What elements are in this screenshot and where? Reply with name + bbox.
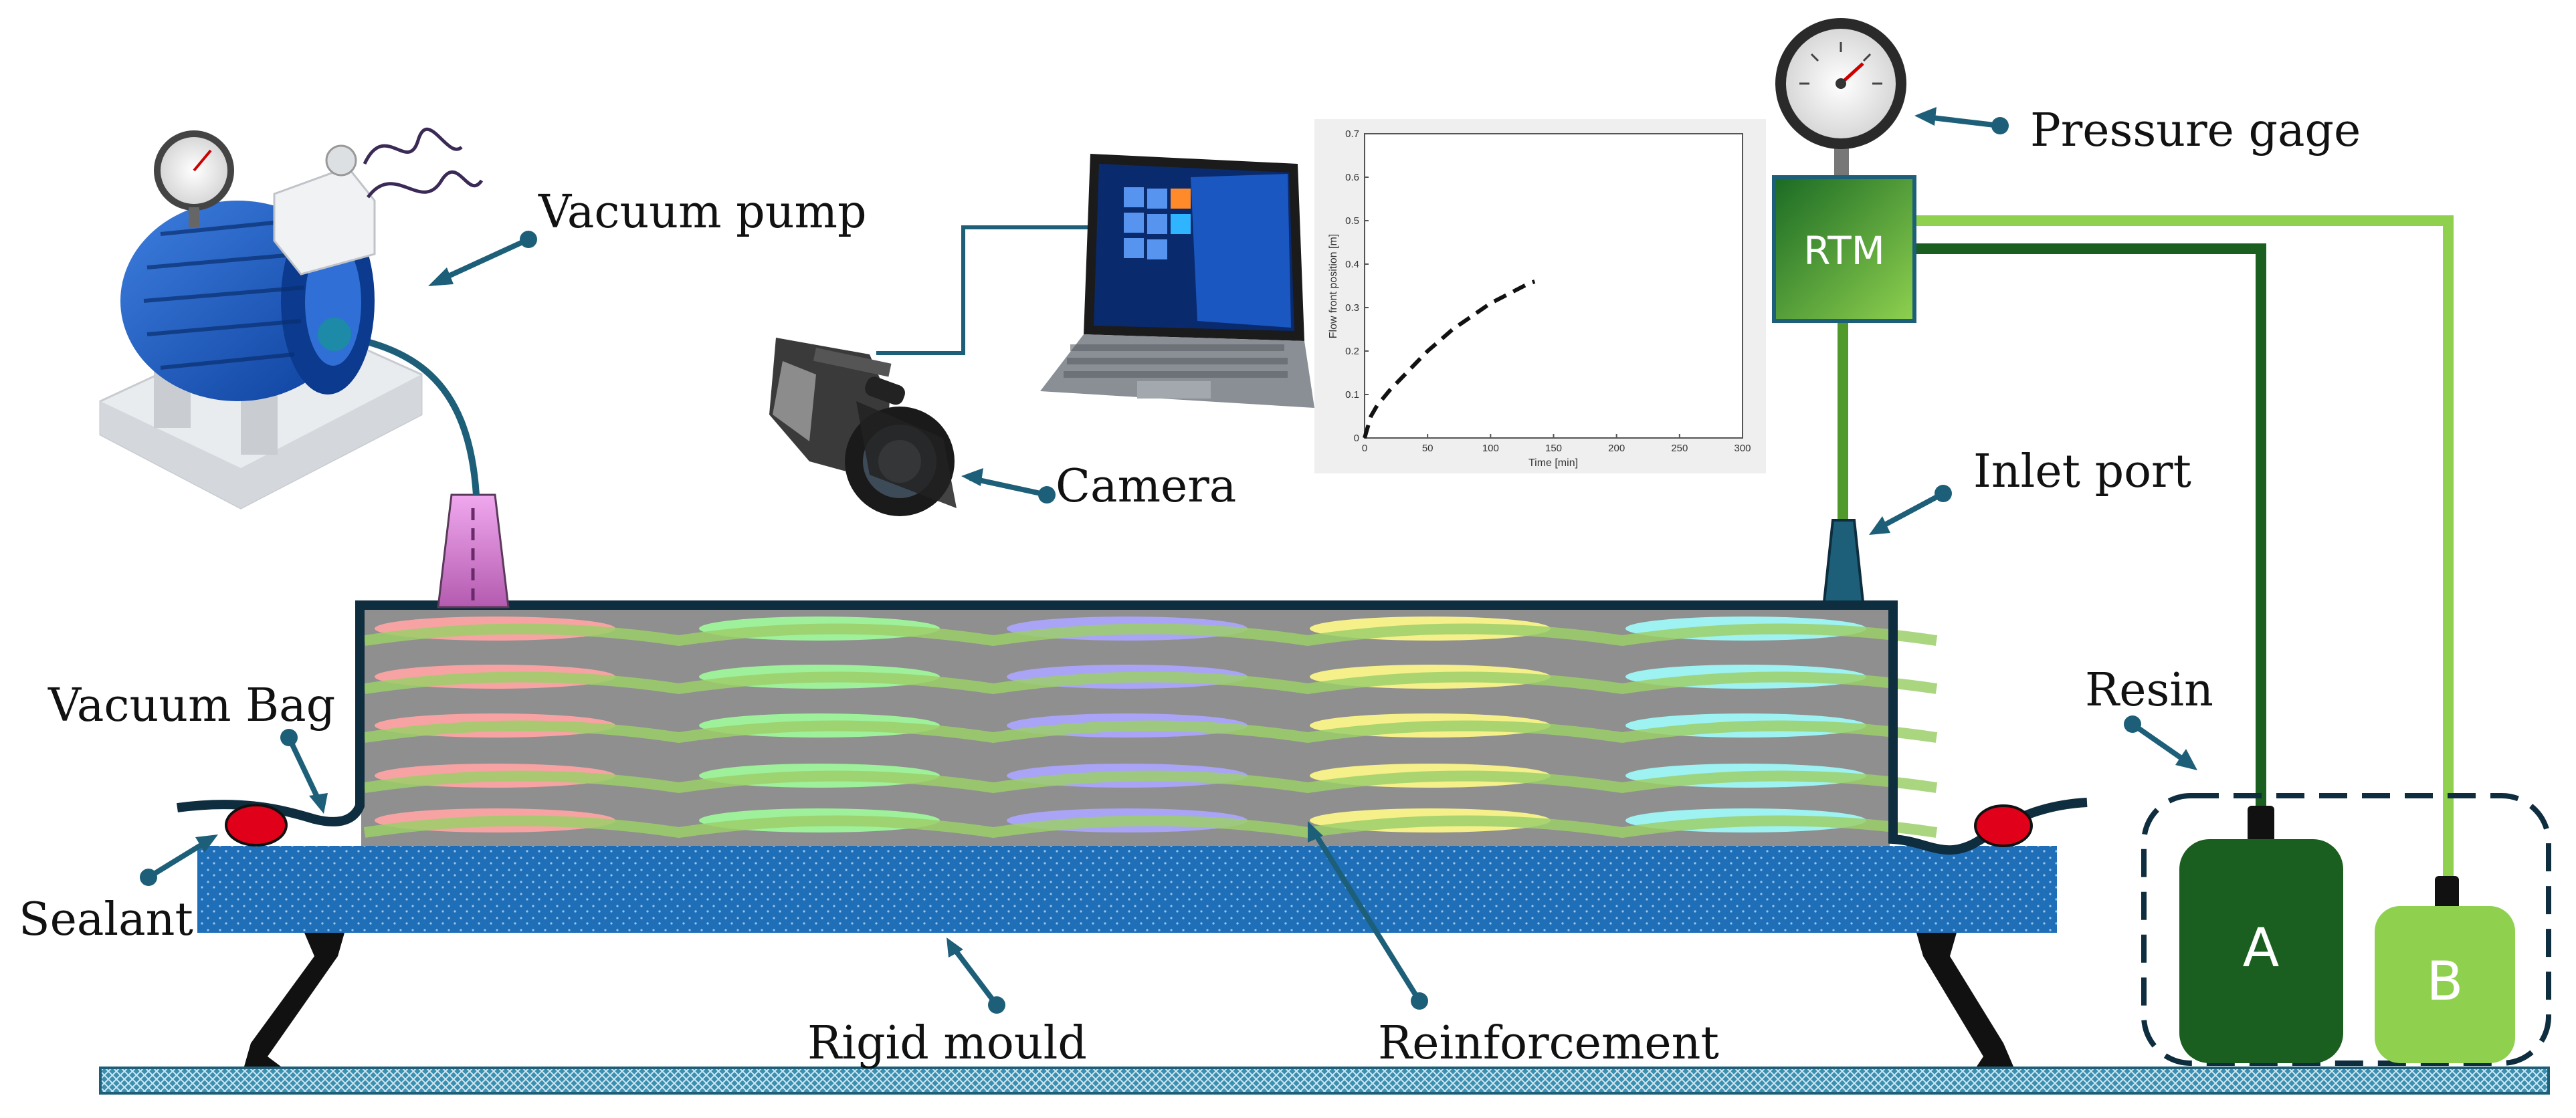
fiber-yarn <box>363 671 1938 695</box>
inlet-port <box>1822 519 1865 603</box>
chart-x-tick-label: 0 <box>1362 443 1367 454</box>
reinforcement-pointer <box>1308 821 1428 1010</box>
chart-ylabel: Flow front position [m] <box>1328 234 1339 339</box>
mould-leg-left <box>244 933 344 1067</box>
chart-xlabel: Time [min] <box>1528 457 1578 469</box>
pressure-gage-pointer <box>1914 107 2009 134</box>
camera-icon <box>769 338 957 516</box>
laptop-icon <box>1040 154 1314 408</box>
chart-x-tick-label: 200 <box>1608 443 1625 454</box>
chart-y-tick-label: 0.3 <box>1345 302 1359 314</box>
chart-x-tick-label: 250 <box>1671 443 1688 454</box>
hose-b <box>1914 215 2454 883</box>
resin-pointer <box>2124 715 2197 770</box>
floor <box>99 1067 2550 1095</box>
inlet-port-label: Inlet port <box>1973 445 2191 498</box>
resin-enclosure <box>2141 793 2551 1066</box>
fiber-yarn <box>363 815 1938 838</box>
chart-x-tick-label: 50 <box>1422 443 1433 454</box>
sealant-left <box>225 804 288 847</box>
vacuum-bag-label: Vacuum Bag <box>47 679 335 732</box>
vacuum-bag-pointer <box>280 729 328 814</box>
chart-y-tick-label: 0.1 <box>1345 389 1359 401</box>
rtm-label: RTM <box>1803 228 1885 273</box>
sealant-right <box>1974 804 2033 847</box>
rigid-mould <box>197 846 2057 933</box>
fiber-yarn <box>363 623 1938 647</box>
chart-series-line <box>1363 280 1536 439</box>
flow-front-chart: 0 50 100 150 200 250 300 0 0.1 0.2 0.3 0.4 0.5 0.6 0.7… <box>1314 119 1766 473</box>
camera-cable <box>876 225 1090 355</box>
chart-plot-area <box>1364 133 1743 439</box>
vacuum-pump-label: Vacuum pump <box>538 186 867 239</box>
resin-container-b-label: B <box>2427 950 2464 1012</box>
reinforcement-stack <box>361 608 1938 846</box>
chart-x-tick-label: 150 <box>1545 443 1562 454</box>
chart-y-tick-label: 0.7 <box>1345 128 1359 140</box>
sealant-label: Sealant <box>19 893 193 946</box>
hose-a <box>1914 243 2266 809</box>
fiber-yarn <box>363 770 1938 794</box>
reinforcement-label: Reinforcement <box>1378 1017 1719 1070</box>
chart-y-tick-label: 0.2 <box>1345 346 1359 357</box>
mould-leg-right <box>1916 933 2013 1067</box>
vacuum-pump-pointer <box>428 231 537 286</box>
camera-pointer <box>961 468 1056 504</box>
chart-x-tick-label: 300 <box>1734 443 1751 454</box>
chart-y-tick-label: 0.5 <box>1345 215 1359 227</box>
resin-container-b <box>2375 906 2515 1063</box>
chart-x-tick-label: 100 <box>1482 443 1499 454</box>
sealant-pointer <box>140 834 218 886</box>
rtm-unit <box>1772 175 1916 323</box>
chart-y-tick-label: 0.4 <box>1345 259 1359 270</box>
chart-y-tick-label: 0.6 <box>1345 172 1359 183</box>
rigid-mould-label: Rigid mould <box>807 1017 1087 1070</box>
fiber-yarn <box>363 720 1938 744</box>
resin-label: Resin <box>2085 664 2213 717</box>
vacuum-pump <box>99 127 484 510</box>
rigid-mould-pointer <box>947 937 1005 1014</box>
pressure-gage-icon <box>1775 18 1906 177</box>
resin-container-a-label: A <box>2243 917 2280 979</box>
pressure-gage-label: Pressure gage <box>2030 104 2361 157</box>
inlet-port-pointer <box>1869 485 1952 535</box>
camera-label: Camera <box>1056 460 1236 513</box>
chart-y-tick-label: 0 <box>1354 433 1359 444</box>
resin-container-a <box>2179 839 2343 1063</box>
